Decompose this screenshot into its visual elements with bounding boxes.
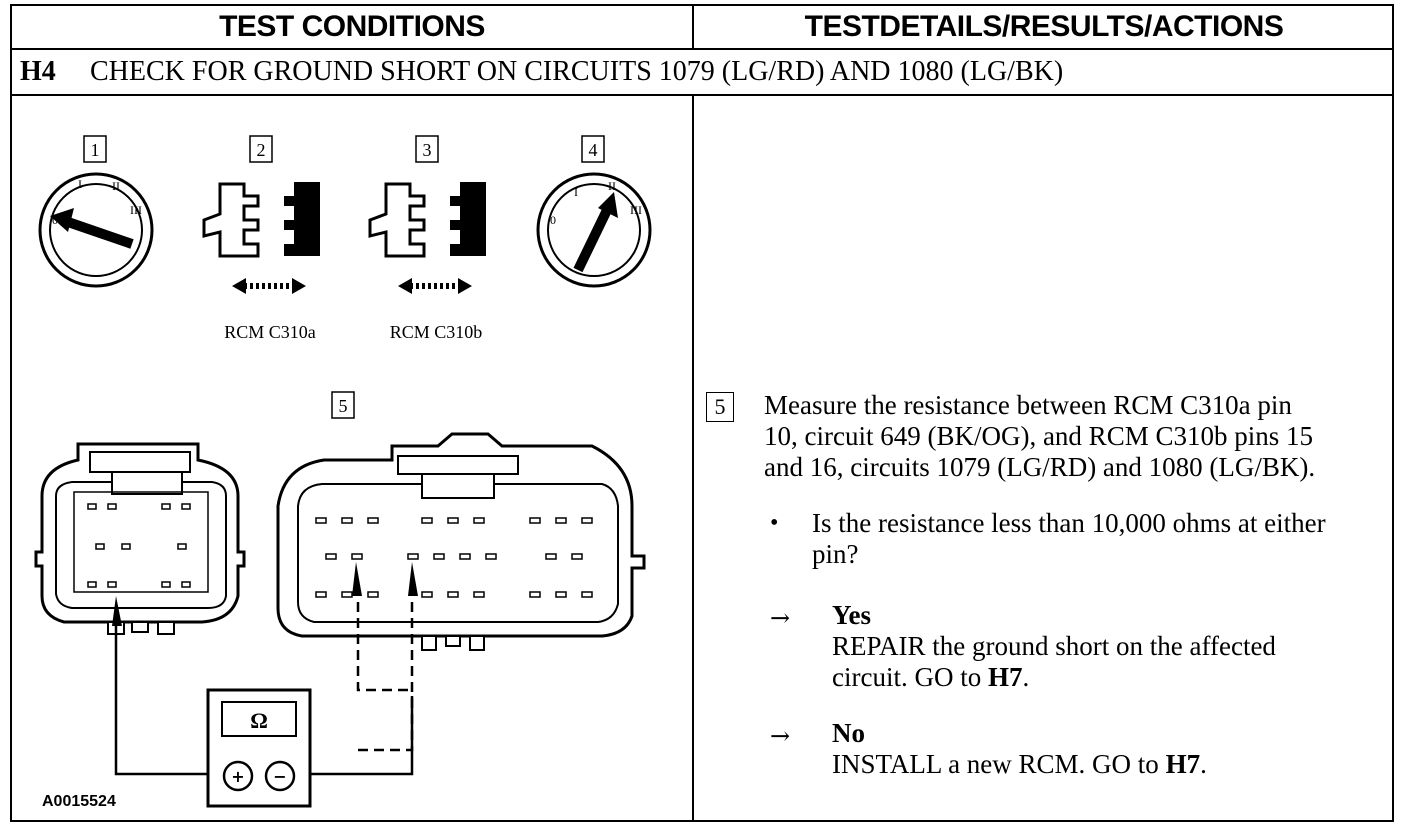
svg-text:5: 5	[339, 396, 348, 416]
callout-4: 4	[581, 135, 605, 163]
connector-c310a-label: RCM C310a	[224, 322, 316, 342]
callout-1: 1	[83, 135, 107, 163]
connector-c310b-disconnect-icon: RCM C310b	[368, 182, 486, 342]
test-conditions-header: TEST CONDITIONS	[12, 6, 694, 48]
yes-arrow: →	[770, 604, 791, 632]
test-details-panel: 5 Measure the resistance between RCM C31…	[694, 96, 1394, 820]
connector-c310b-label: RCM C310b	[390, 322, 483, 342]
meter-minus-terminal: −	[273, 767, 286, 786]
yes-result: Yes REPAIR the ground short on the affec…	[832, 600, 1392, 693]
svg-text:2: 2	[257, 140, 266, 160]
svg-text:4: 4	[589, 140, 598, 160]
callout-2: 2	[249, 135, 273, 163]
details-callout-5: 5	[706, 392, 734, 422]
test-leads	[114, 602, 414, 776]
svg-text:3: 3	[423, 140, 432, 160]
figure-id: A0015524	[42, 793, 116, 810]
no-result: No INSTALL a new RCM. GO to H7.	[832, 718, 1392, 780]
ignition-switch-off-icon: 0 I II III	[38, 172, 154, 288]
test-conditions-panel: 1 2 3 4 0 I II III	[12, 96, 694, 820]
test-details-header: TESTDETAILS/RESULTS/ACTIONS	[804, 10, 1284, 43]
connector-c310a-disconnect-icon: RCM C310a	[202, 182, 320, 342]
svg-text:I: I	[78, 177, 82, 191]
callout-3: 3	[415, 135, 439, 163]
question-bullet: •	[770, 510, 779, 536]
step-title: CHECK FOR GROUND SHORT ON CIRCUITS 1079 …	[90, 56, 1064, 87]
svg-text:III: III	[630, 203, 642, 217]
svg-text:III: III	[130, 203, 142, 217]
connector-c310a-harness-icon	[34, 442, 246, 635]
callout-5: 5	[331, 391, 355, 419]
ohm-symbol: Ω	[250, 708, 268, 733]
step-id: H4	[20, 56, 56, 87]
no-goto-h7: H7	[1165, 749, 1201, 779]
yes-label: Yes	[832, 600, 871, 630]
ignition-switch-run-icon: 0 I II III	[536, 172, 652, 288]
svg-text:II: II	[112, 179, 120, 193]
ohmmeter-icon: Ω + −	[206, 688, 312, 808]
svg-text:0: 0	[550, 213, 556, 227]
connector-diagram: 1 2 3 4 0 I II III	[34, 135, 652, 810]
meter-plus-terminal: +	[231, 767, 244, 786]
header-row: TEST CONDITIONS TESTDETAILS/RESULTS/ACTI…	[12, 6, 1392, 50]
resistance-question: Is the resistance less than 10,000 ohms …	[812, 508, 1326, 569]
connector-c310b-harness-icon	[276, 432, 646, 651]
no-label: No	[832, 718, 865, 748]
svg-text:I: I	[574, 185, 578, 199]
measure-instruction: Measure the resistance between RCM C310a…	[764, 390, 1316, 482]
yes-goto-h7: H7	[987, 662, 1023, 692]
svg-text:II: II	[608, 179, 616, 193]
test-sheet: TEST CONDITIONS TESTDETAILS/RESULTS/ACTI…	[10, 4, 1394, 822]
no-arrow: →	[770, 722, 791, 750]
step-title-row: H4 CHECK FOR GROUND SHORT ON CIRCUITS 10…	[12, 50, 1392, 96]
svg-text:1: 1	[91, 140, 100, 160]
